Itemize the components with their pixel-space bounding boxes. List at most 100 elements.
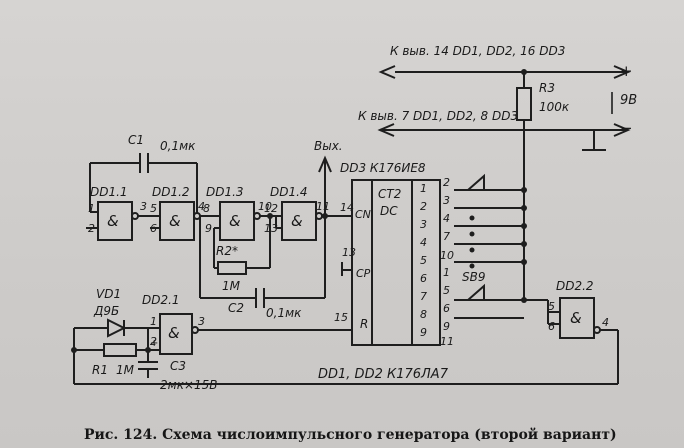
dd1-3-pin10: 10: [258, 200, 272, 213]
dd3-pin-1: 1: [443, 266, 450, 279]
dd3-dc: DC: [380, 204, 398, 218]
dd3-pin13: 13: [342, 246, 356, 259]
dd3-ct: CT2: [378, 187, 401, 201]
dd1-4-gate: [281, 201, 317, 241]
dd2-1-pin2: 2: [150, 335, 157, 348]
dd1-3-gate: [219, 201, 255, 241]
dd2-2-sym: &: [570, 309, 582, 327]
supply-plus-arrow-left: [378, 65, 396, 79]
dd3-out-4: 4: [420, 236, 427, 249]
r3-value: 100к: [539, 100, 570, 114]
c1-value: 0,1мк: [160, 139, 196, 153]
dd2-2-inv: [593, 326, 601, 334]
dd3-pin-7: 7: [443, 230, 450, 243]
c3-value: 2мк×15В: [160, 378, 218, 392]
bus-node-3: [521, 223, 527, 229]
dd2-1-sym: &: [168, 324, 180, 342]
dd3-in-cp: CP: [356, 267, 371, 280]
bus-node-2: [521, 205, 527, 211]
dd3-pin-5: 5: [443, 284, 450, 297]
supply-minus-label: К выв. 7 DD1, DD2, 8 DD3: [358, 109, 518, 123]
dd1-3-pin9: 9: [205, 222, 212, 235]
supply-minus-sign: −: [620, 119, 633, 137]
dd3-pin-3: 3: [443, 194, 450, 207]
dd3-out-8: 8: [420, 308, 427, 321]
vd1-name: VD1: [96, 287, 121, 301]
switch-dot-3: [469, 247, 475, 253]
dd3-out-3: 3: [420, 218, 427, 231]
dd3-out-2: 2: [420, 200, 427, 213]
dd3-counter: [351, 179, 441, 346]
r1-name: R1: [92, 363, 108, 377]
bus-node-5: [521, 259, 527, 265]
supply-plus-arrow: [613, 65, 631, 79]
r3-resistor: [516, 87, 532, 121]
supply-plus-sign: +: [620, 62, 633, 80]
dd1-1-pin3: 3: [140, 200, 147, 213]
dd2-2-gate: [559, 297, 595, 339]
dd1-3-inv: [253, 212, 261, 220]
dd1-2-name: DD1.2: [152, 185, 190, 199]
dd3-pin-2: 2: [443, 176, 450, 189]
dd3-out-6: 6: [420, 272, 427, 285]
dd3-pin-numbers: 2 3 4 7 10 1 5 6 9 11: [440, 176, 454, 348]
switch-dot-1: [469, 215, 475, 221]
dd2-2-pin5: 5: [548, 300, 555, 313]
bus-node-4: [521, 241, 527, 247]
r2-node: [267, 213, 273, 219]
vd1-type: Д9Б: [93, 304, 119, 318]
dd1-4-pin12: 12: [264, 202, 278, 215]
dd3-out-1: 1: [420, 182, 427, 195]
dd3-out-7: 7: [420, 290, 427, 303]
r2-value: 1М: [222, 279, 241, 293]
dd1-1-sym: &: [107, 212, 119, 230]
dd3-pin-9: 9: [443, 320, 450, 333]
dd1-4-sym: &: [291, 212, 303, 230]
vd1-diode: [107, 318, 127, 338]
dd3-pin15: 15: [334, 311, 348, 324]
r2-name: R2*: [216, 244, 238, 258]
dd1-4-name: DD1.4: [270, 185, 308, 199]
dd3-out-5: 5: [420, 254, 427, 267]
dd2-1-gate: [159, 313, 193, 355]
dd3-pin-11: 11: [440, 335, 454, 348]
sb1-switch: [467, 173, 485, 191]
r1-node: [71, 347, 77, 353]
dd1-2-gate: [159, 201, 195, 241]
figure-caption: Рис. 124. Схема числоимпульсного генерат…: [84, 426, 617, 443]
supply-plus-label: К выв. 14 DD1, DD2, 16 DD3: [390, 44, 565, 58]
switch-dot-2: [469, 231, 475, 237]
dd3-pin14: 14: [340, 201, 354, 214]
r2-resistor: [217, 261, 247, 275]
dd2-2-pin6: 6: [548, 320, 555, 333]
dd2-1-pin3: 3: [198, 315, 205, 328]
dd2-2-name: DD2.2: [556, 279, 594, 293]
c2-name: C2: [228, 301, 244, 315]
dd1-3-sym: &: [229, 212, 241, 230]
dd3-out-9: 9: [420, 326, 427, 339]
r3-name: R3: [539, 81, 555, 95]
ic-note: DD1, DD2 К176ЛА7: [318, 367, 449, 382]
dd1-1-gate: [97, 201, 133, 241]
switch-dot-4: [469, 263, 475, 269]
dd2-1-inv: [191, 326, 199, 334]
c3-name: C3: [170, 359, 186, 373]
switch-contacts: [454, 173, 524, 319]
dd1-3-pin8: 8: [203, 202, 210, 215]
dd3-in-r: R: [360, 317, 368, 331]
dd3-pin-6: 6: [443, 302, 450, 315]
dd2-1-pin1: 1: [150, 315, 157, 328]
c2-value: 0,1мк: [266, 306, 302, 320]
dd1-4-inv: [315, 212, 323, 220]
sb9-label: SB9: [462, 270, 485, 284]
supply-minus-arrow: [613, 123, 631, 137]
r1-resistor: [103, 343, 137, 357]
dd3-pin-4: 4: [443, 212, 450, 225]
dd2-1-name: DD2.1: [142, 293, 180, 307]
dd1-1-inv: [131, 212, 139, 220]
supply-minus-arrow-left: [377, 123, 395, 137]
dd1-1-pin1: 1: [88, 202, 95, 215]
sb9-switch: [467, 283, 485, 301]
